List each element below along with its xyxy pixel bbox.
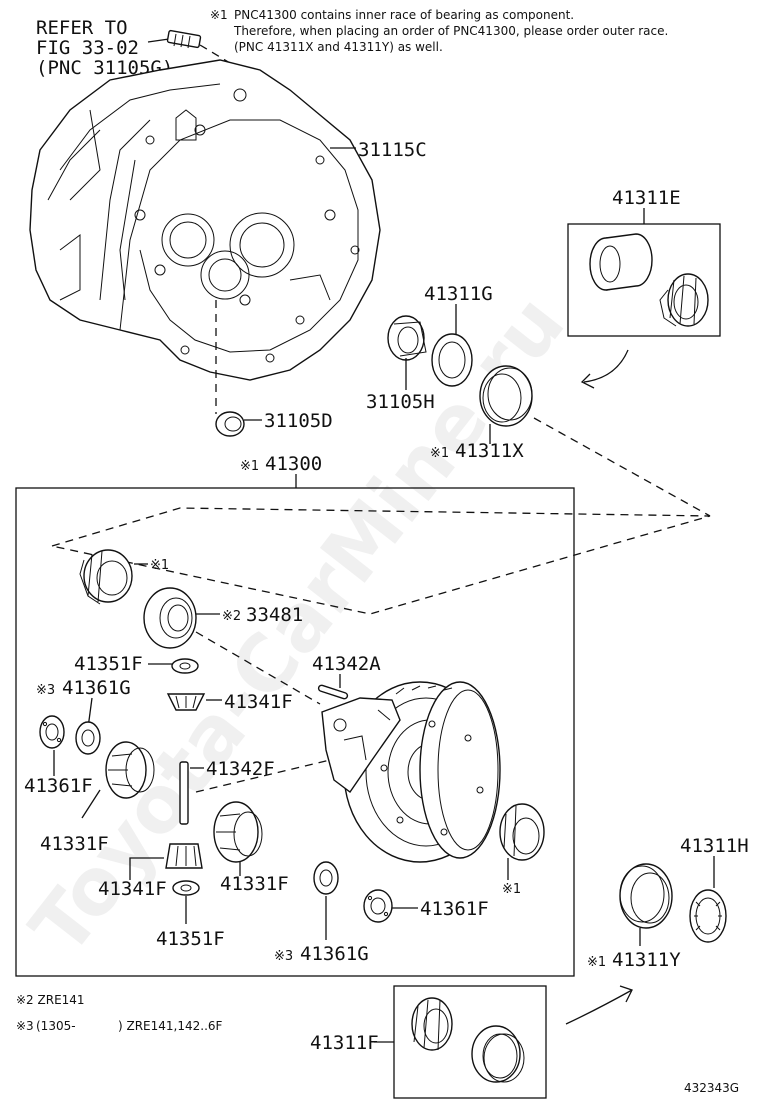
header-note: ※1 PNC41300 contains inner race of beari… (210, 8, 668, 54)
pin-41342a-icon (317, 684, 349, 700)
washer-41351f-top-icon (171, 658, 199, 674)
note1-line1: PNC41300 contains inner race of bearing … (234, 8, 574, 22)
label-31105h[interactable]: 31105H (366, 391, 435, 413)
mark-41311y: ※1 (587, 955, 606, 970)
label-41361f-right[interactable]: 41361F (420, 898, 489, 920)
leader-41331f-left (81, 789, 101, 819)
washer-41361f-right-icon (363, 889, 393, 923)
bolt-icon (147, 29, 202, 49)
note1-line3: (PNC 41311X and 41311Y) as well. (234, 40, 443, 54)
oil-seal-31105d-icon (215, 411, 245, 437)
differential-assembly-box (15, 487, 575, 977)
bearing-cone-right-icon (499, 803, 545, 861)
label-33481[interactable]: 33481 (246, 604, 303, 626)
shaft-axis-leader (195, 759, 331, 793)
bearing-41311e-box (567, 223, 721, 337)
refer-line2: FIG 33-02 (36, 37, 139, 59)
label-41331f-bottom[interactable]: 41331F (220, 873, 289, 895)
note2: ※2 ZRE141 (16, 993, 85, 1007)
arrowhead-41311e (580, 373, 595, 389)
label-41311h[interactable]: 41311H (680, 835, 749, 857)
washer-41361g-top-icon (75, 721, 101, 755)
note3-mark: ※3 (16, 1019, 34, 1033)
assembly-dashed-frame (51, 507, 711, 615)
label-41351f-bottom[interactable]: 41351F (156, 928, 225, 950)
note3-models: ) ZRE141,142..6F (118, 1019, 223, 1033)
arrow-41311e (583, 349, 629, 383)
label-41361f-left[interactable]: 41361F (24, 775, 93, 797)
bearing-race-41311y-icon (619, 863, 673, 929)
arrowhead-41311f (619, 985, 633, 1003)
note1-mark: ※1 (210, 8, 228, 22)
label-41331f-left[interactable]: 41331F (40, 833, 109, 855)
bearing-race-41311f-icon (471, 1025, 525, 1083)
label-41311x[interactable]: 41311X (455, 440, 524, 462)
bearing-cone-41311f-icon (411, 997, 453, 1051)
shim-41311h-icon (689, 889, 727, 943)
side-gear-41331f-left-icon (105, 741, 155, 799)
mark-41361g-top: ※3 (36, 683, 55, 698)
bearing-cone-41311e-icon (659, 273, 709, 327)
label-41351f-top[interactable]: 41351F (74, 653, 143, 675)
pinion-41341f-top-icon (166, 693, 206, 711)
washer-41351f-bottom-icon (172, 880, 200, 896)
differential-case-icon (321, 681, 501, 863)
mark-41361g-bottom: ※3 (274, 949, 293, 964)
note1-line2: Therefore, when placing an order of PNC4… (233, 24, 668, 38)
oil-seal-31105h-icon (387, 315, 427, 361)
side-gear-41331f-bottom-icon (213, 801, 263, 863)
arrow-41311f (565, 989, 633, 1025)
seal-axis-leader (195, 631, 321, 705)
bearing-race-41311x-icon (479, 365, 533, 427)
mark-33481: ※2 (222, 609, 241, 624)
note3-range: (1305- (36, 1019, 76, 1033)
mark-41300: ※1 (240, 459, 259, 474)
bearing-cone-icon (79, 549, 133, 605)
label-41311e[interactable]: 41311E (612, 187, 681, 209)
label-31115c[interactable]: 31115C (358, 139, 427, 161)
label-41361g-top[interactable]: 41361G (62, 677, 131, 699)
mark-41311x: ※1 (430, 446, 449, 461)
pinion-41341f-bottom-icon (165, 843, 203, 869)
refer-label: REFER TO FIG 33-02 (PNC 31105G) (36, 17, 173, 79)
label-31105d[interactable]: 31105D (264, 410, 333, 432)
label-41342f[interactable]: 41342F (206, 758, 275, 780)
race-leader-x (533, 417, 711, 517)
label-41311f[interactable]: 41311F (310, 1032, 379, 1054)
bearing-race-41311e-icon (589, 233, 653, 291)
label-41311g[interactable]: 41311G (424, 283, 493, 305)
mark-bearing-top: ※1 (150, 558, 169, 573)
washer-41361g-bottom-icon (313, 861, 339, 895)
shaft-41342f-icon (179, 761, 189, 825)
refer-line1: REFER TO (36, 17, 128, 39)
label-41341f-bottom[interactable]: 41341F (98, 878, 167, 900)
label-41300[interactable]: 41300 (265, 453, 322, 475)
mark-bearing-right: ※1 (502, 882, 521, 897)
label-41342a[interactable]: 41342A (312, 653, 381, 675)
washer-41361f-left-icon (39, 715, 65, 749)
label-41341f-top[interactable]: 41341F (224, 691, 293, 713)
shim-41311g-icon (431, 333, 473, 387)
diagram-id: 432343G (684, 1081, 739, 1095)
label-41361g-bottom[interactable]: 41361G (300, 943, 369, 965)
seal-33481-icon (143, 587, 197, 649)
label-41311y[interactable]: 41311Y (612, 949, 681, 971)
leader-41341f-bottom (129, 857, 164, 880)
transaxle-housing-icon (29, 59, 381, 381)
